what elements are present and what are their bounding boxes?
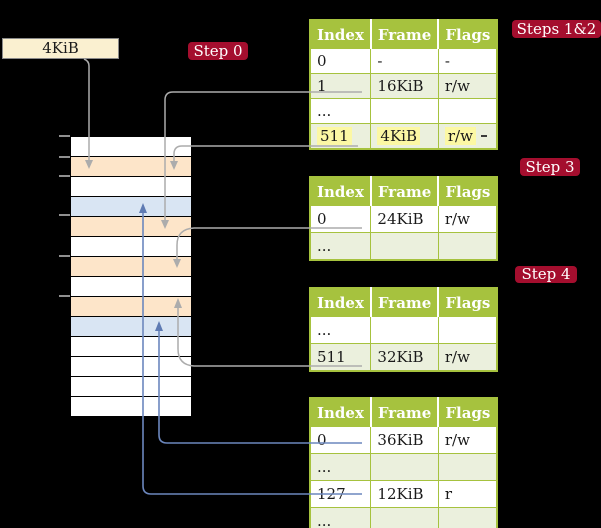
table-row: 0-- bbox=[309, 48, 498, 74]
cell-flags: r/w bbox=[437, 73, 498, 99]
column-header-frame: Frame bbox=[370, 288, 440, 317]
frame-size-box: 4KiB bbox=[2, 38, 119, 59]
cell-flags bbox=[437, 507, 498, 528]
column-header-flags: Flags bbox=[438, 288, 498, 317]
table-row: ... bbox=[309, 232, 498, 261]
cell-flags: - bbox=[437, 48, 498, 74]
cell-flags: r/w bbox=[437, 426, 498, 454]
cell-frame: 36KiB bbox=[370, 426, 439, 454]
column-header-flags: Flags bbox=[438, 177, 498, 206]
highlighted-value: 511 bbox=[317, 127, 352, 145]
cell-index: 511 bbox=[309, 343, 372, 372]
memory-row-6 bbox=[71, 237, 191, 257]
memory-row-8 bbox=[71, 277, 191, 297]
cell-flags bbox=[437, 316, 498, 344]
table-row: ... bbox=[309, 98, 498, 124]
memory-row-13 bbox=[71, 377, 191, 397]
cell-flags: r/w bbox=[437, 343, 498, 372]
badge-step-3: Step 3 bbox=[520, 158, 580, 176]
cell-frame: 32KiB bbox=[370, 343, 439, 372]
cell-frame bbox=[370, 453, 439, 481]
column-header-frame: Frame bbox=[370, 20, 440, 49]
cell-frame: 4KiB bbox=[370, 123, 439, 150]
table-row: ... bbox=[309, 507, 498, 528]
cell-index: ... bbox=[309, 98, 372, 124]
tick-mark bbox=[59, 295, 70, 297]
column-header-index: Index bbox=[310, 20, 372, 49]
cell-index: ... bbox=[309, 232, 372, 261]
memory-row-14 bbox=[71, 397, 191, 417]
badge-step-4: Step 4 bbox=[515, 266, 577, 283]
cell-index: 0 bbox=[309, 205, 372, 233]
cell-index: 511 bbox=[309, 123, 372, 150]
memory-column bbox=[70, 136, 192, 417]
cell-frame bbox=[370, 316, 439, 344]
tick-mark bbox=[59, 135, 70, 137]
memory-row-3 bbox=[71, 177, 191, 197]
table-row: ... bbox=[309, 453, 498, 481]
cell-index: ... bbox=[309, 507, 372, 528]
cell-frame: 16KiB bbox=[370, 73, 439, 99]
column-header-flags: Flags bbox=[438, 20, 498, 49]
memory-row-11 bbox=[71, 337, 191, 357]
highlighted-value: r/w bbox=[444, 127, 476, 145]
column-header-flags: Flags bbox=[438, 398, 498, 427]
memory-row-12 bbox=[71, 357, 191, 377]
cell-flags: r bbox=[437, 480, 498, 508]
cell-flags bbox=[437, 98, 498, 124]
cell-index: 127 bbox=[309, 480, 372, 508]
table-row: 511 4KiB r/w bbox=[309, 123, 498, 150]
cell-flags: r/w bbox=[437, 205, 498, 233]
tick-mark bbox=[59, 175, 70, 177]
memory-row-5 bbox=[71, 217, 191, 237]
memory-row-1 bbox=[71, 137, 191, 157]
cell-flags bbox=[437, 453, 498, 481]
badge-steps-1-2: Steps 1&2 bbox=[512, 20, 601, 38]
table-row: ... bbox=[309, 316, 498, 344]
memory-row-9 bbox=[71, 297, 191, 317]
cell-flags bbox=[437, 232, 498, 261]
tick-mark bbox=[59, 156, 70, 158]
column-header-index: Index bbox=[310, 398, 372, 427]
column-header-frame: Frame bbox=[370, 398, 440, 427]
cell-index: 0 bbox=[309, 426, 372, 454]
cell-frame bbox=[370, 98, 439, 124]
cell-frame: 12KiB bbox=[370, 480, 439, 508]
cell-index: 0 bbox=[309, 48, 372, 74]
memory-row-4 bbox=[71, 197, 191, 217]
cell-frame: 24KiB bbox=[370, 205, 439, 233]
highlighted-value: 4KiB bbox=[377, 127, 420, 145]
cell-frame bbox=[370, 507, 439, 528]
cell-index: ... bbox=[309, 453, 372, 481]
column-header-index: Index bbox=[310, 177, 372, 206]
tick-mark bbox=[59, 255, 70, 257]
memory-row-7 bbox=[71, 257, 191, 277]
tick-mark bbox=[59, 214, 70, 216]
cell-index: 1 bbox=[309, 73, 372, 99]
column-header-frame: Frame bbox=[370, 177, 440, 206]
memory-row-2 bbox=[71, 157, 191, 177]
badge-step-0: Step 0 bbox=[188, 42, 248, 60]
column-header-index: Index bbox=[310, 288, 372, 317]
cell-frame bbox=[370, 232, 439, 261]
cell-index: ... bbox=[309, 316, 372, 344]
cell-frame: - bbox=[370, 48, 439, 74]
memory-row-10 bbox=[71, 317, 191, 337]
cell-flags: r/w bbox=[437, 123, 498, 150]
